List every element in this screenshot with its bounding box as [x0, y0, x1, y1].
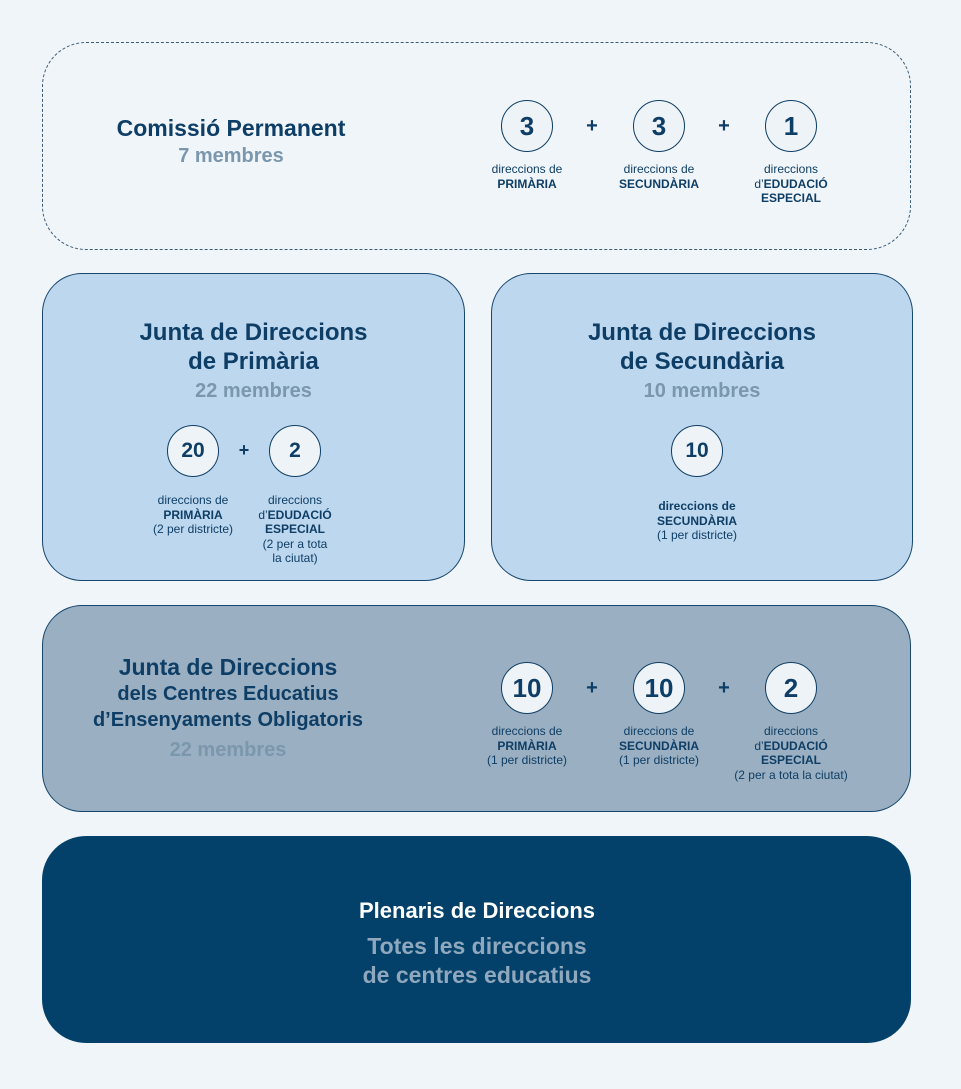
caption-level: EDUDACIÓ	[267, 507, 332, 522]
caption-level: PRIMÀRIA	[163, 507, 223, 522]
subtitle-line: Totes les direccions	[367, 933, 587, 959]
caption-note: (1 per districte)	[618, 753, 700, 767]
junta-obligatoris-title: Junta de Direccions dels Centres Educati…	[63, 654, 393, 733]
caption-line: direccions de	[658, 499, 736, 513]
caption-level: SECUNDÀRIA	[618, 176, 699, 191]
title-line: Junta de Direccions	[118, 654, 338, 680]
caption-note: (2 per a tota	[262, 536, 328, 551]
comissio-permanent-title: Comissió Permanent	[116, 115, 346, 141]
caption-level: EDUDACIÓ	[763, 738, 828, 753]
caption-primaria: direccions de PRIMÀRIA (2 per districte)	[133, 493, 253, 537]
title-line: Junta de Direccions	[587, 319, 817, 346]
junta-obligatoris-box: Junta de Direccions dels Centres Educati…	[42, 605, 911, 812]
junta-primaria-members: 22 membres	[195, 380, 312, 402]
caption-level: SECUNDÀRIA	[618, 738, 699, 753]
plus-sign: +	[718, 115, 730, 137]
caption-line: direccions de	[623, 724, 695, 738]
plenaris-subtitle: Totes les direccions de centres educatiu…	[302, 932, 652, 990]
caption-secundaria: direccions de SECUNDÀRIA	[599, 162, 719, 191]
caption-level: PRIMÀRIA	[497, 738, 557, 753]
plenaris-box: Plenaris de Direccions Totes les direcci…	[42, 836, 911, 1043]
caption-level: ESPECIAL	[760, 191, 821, 205]
caption-secundaria: direccions de SECUNDÀRIA (1 per district…	[599, 724, 719, 768]
caption-line: direccions	[763, 724, 819, 738]
count-primaria-circle: 3	[501, 100, 553, 152]
title-line: d’Ensenyaments Obligatoris	[92, 709, 364, 731]
title-line: Junta de Direccions	[139, 319, 368, 346]
plenaris-title: Plenaris de Direccions	[359, 898, 595, 923]
caption-especial: direccions d’EDUDACIÓ ESPECIAL	[731, 162, 851, 206]
caption-primaria: direccions de PRIMÀRIA	[467, 162, 587, 191]
junta-secundaria-box: Junta de Direccions de Secundària 10 mem…	[491, 273, 913, 581]
title-line: dels Centres Educatius	[117, 683, 339, 705]
count-primaria-circle: 10	[501, 662, 553, 714]
plus-sign: +	[238, 440, 250, 460]
caption-level: EDUDACIÓ	[763, 176, 828, 191]
caption-level: PRIMÀRIA	[497, 176, 557, 191]
junta-primaria-title: Junta de Direccions de Primària	[43, 318, 464, 376]
plus-sign: +	[586, 677, 598, 699]
plus-sign: +	[586, 115, 598, 137]
caption-note: (2 per a tota la ciutat)	[734, 767, 848, 782]
caption-especial: direccions d’EDUDACIÓ ESPECIAL (2 per a …	[235, 493, 355, 566]
plus-sign: +	[718, 677, 730, 699]
count-especial-circle: 2	[765, 662, 817, 714]
caption-level: ESPECIAL	[264, 522, 325, 536]
count-primaria-circle: 20	[167, 425, 219, 477]
caption-level: SECUNDÀRIA	[656, 513, 737, 528]
caption-line: direccions	[267, 493, 323, 507]
subtitle-line: de centres educatius	[362, 962, 592, 988]
title-line: de Primària	[188, 348, 319, 375]
caption-prefix: d’	[258, 507, 268, 522]
junta-secundaria-title: Junta de Direccions de Secundària	[492, 318, 912, 376]
count-secundaria-circle: 10	[671, 425, 723, 477]
title-line: de Secundària	[619, 348, 785, 375]
junta-obligatoris-members: 22 membres	[169, 739, 287, 761]
caption-level: ESPECIAL	[760, 753, 821, 767]
caption-line: direccions de	[491, 724, 563, 738]
caption-note: (1 per districte)	[656, 528, 738, 542]
caption-line: direccions de	[623, 162, 695, 176]
caption-note: (1 per districte)	[486, 753, 568, 767]
count-especial-circle: 2	[269, 425, 321, 477]
comissio-permanent-box: Comissió Permanent 7 membres 3 + 3 + 1 d…	[42, 42, 911, 250]
caption-note: (2 per districte)	[152, 522, 234, 536]
junta-secundaria-members: 10 membres	[643, 380, 761, 402]
caption-prefix: d’	[754, 738, 764, 753]
caption-secundaria: direccions de SECUNDÀRIA (1 per district…	[637, 499, 757, 543]
caption-primaria: direccions de PRIMÀRIA (1 per districte)	[467, 724, 587, 768]
count-secundaria-circle: 3	[633, 100, 685, 152]
caption-line: direccions de	[491, 162, 563, 176]
caption-note: la ciutat)	[272, 551, 318, 565]
junta-primaria-box: Junta de Direccions de Primària 22 membr…	[42, 273, 465, 581]
comissio-permanent-members: 7 membres	[178, 145, 284, 167]
count-especial-circle: 1	[765, 100, 817, 152]
caption-line: direccions	[763, 162, 819, 176]
caption-prefix: d’	[754, 176, 764, 191]
caption-line: direccions de	[157, 493, 229, 507]
count-secundaria-circle: 10	[633, 662, 685, 714]
caption-especial: direccions d’EDUDACIÓ ESPECIAL (2 per a …	[716, 724, 866, 782]
